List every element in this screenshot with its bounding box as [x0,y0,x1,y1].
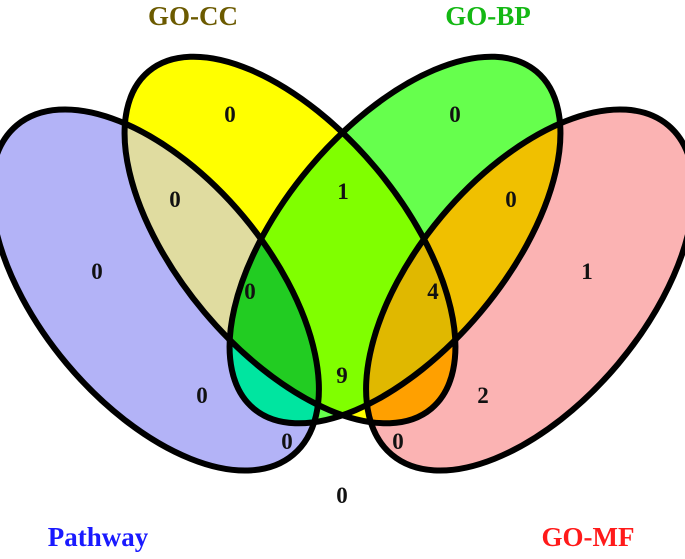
count-all-four: 9 [336,363,348,388]
count-mf-only: 1 [581,259,593,284]
count-cc-bp-mf: 4 [427,279,439,304]
outline-pathway [0,106,322,474]
set-outlines [0,53,685,474]
count-cc-mf: 2 [477,383,489,408]
count-pathway-only: 0 [91,259,103,284]
outline-mf [363,106,685,474]
count-cc-only: 0 [224,102,236,127]
count-pathway-cc-bp: 0 [244,279,256,304]
count-pathway-cc-mf: 0 [392,429,404,454]
count-bp-only: 0 [449,102,461,127]
count-pathway-bp: 0 [196,383,208,408]
count-cc-bp: 1 [337,179,349,204]
label-go-bp: GO-BP [445,1,531,31]
label-go-cc: GO-CC [148,1,238,31]
count-bp-mf: 0 [505,187,517,212]
outline-bp [226,53,564,427]
label-go-mf: GO-MF [542,522,635,552]
set-labels: GO-CC GO-BP Pathway GO-MF [48,1,635,552]
label-pathway: Pathway [48,522,149,552]
count-pathway-mf: 0 [336,483,348,508]
count-pathway-bp-mf: 0 [281,429,293,454]
region-counts: 0 0 0 1 0 0 1 0 4 9 0 2 0 0 0 [91,102,593,508]
outline-cc [121,53,459,427]
count-pathway-cc: 0 [169,187,181,212]
